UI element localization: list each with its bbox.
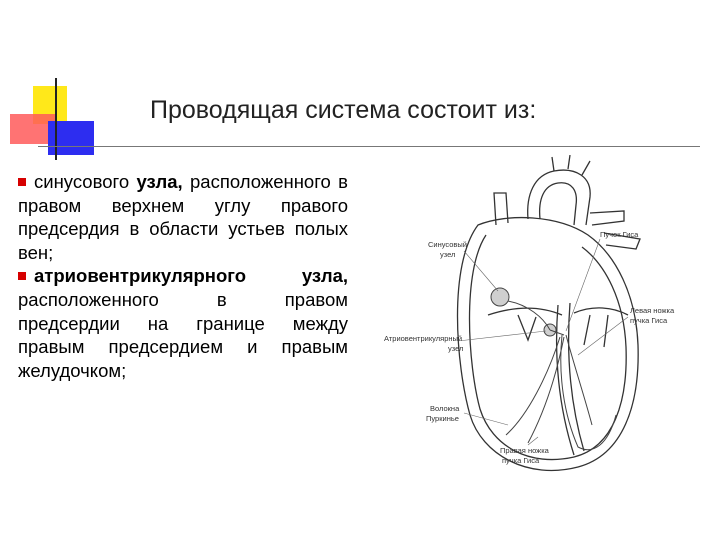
heart-conduction-diagram: Синусовый узел Пучок Гиса Левая ножка пу… (384, 155, 675, 472)
label-purkinje: Волокна (430, 404, 460, 413)
slide-title: Проводящая система состоит из: (150, 96, 537, 124)
item-text: расположенного в правом предсердии на гр… (18, 288, 348, 381)
item-text: расположенного в правом верхнем углу пра… (18, 171, 349, 263)
bullet-marker (18, 178, 26, 186)
item-lead: синусового (34, 171, 130, 192)
deco-vertical-line (55, 78, 57, 160)
list-item: атриовентрикулярного узла, расположенног… (18, 264, 348, 382)
label-left-branch-2: пучка Гиса (630, 316, 668, 325)
title-divider (38, 146, 700, 147)
item-bold: атриовентрикулярного узла, (34, 265, 348, 287)
bullet-list: синусового узла, расположенного в правом… (18, 170, 348, 382)
label-right-branch: Правая ножка (500, 446, 550, 455)
leader-lines (457, 238, 629, 446)
heart-outline (456, 155, 641, 472)
item-bold: узла, (136, 171, 183, 192)
label-sa-node-2: узел (440, 250, 455, 259)
sa-node-marker (490, 287, 510, 307)
label-purkinje-2: Пуркинье (426, 414, 459, 423)
label-av-node-2: узел (448, 344, 463, 353)
label-his-bundle: Пучок Гиса (600, 230, 639, 239)
label-right-branch-2: пучка Гиса (502, 456, 540, 465)
bullet-marker (18, 272, 26, 281)
conduction-paths (490, 287, 617, 451)
label-sa-node: Синусовый (428, 240, 467, 249)
list-item: синусового узла, расположенного в правом… (18, 170, 348, 264)
label-left-branch: Левая ножка (630, 306, 675, 315)
label-av-node: Атриовентрикулярный (384, 334, 462, 343)
